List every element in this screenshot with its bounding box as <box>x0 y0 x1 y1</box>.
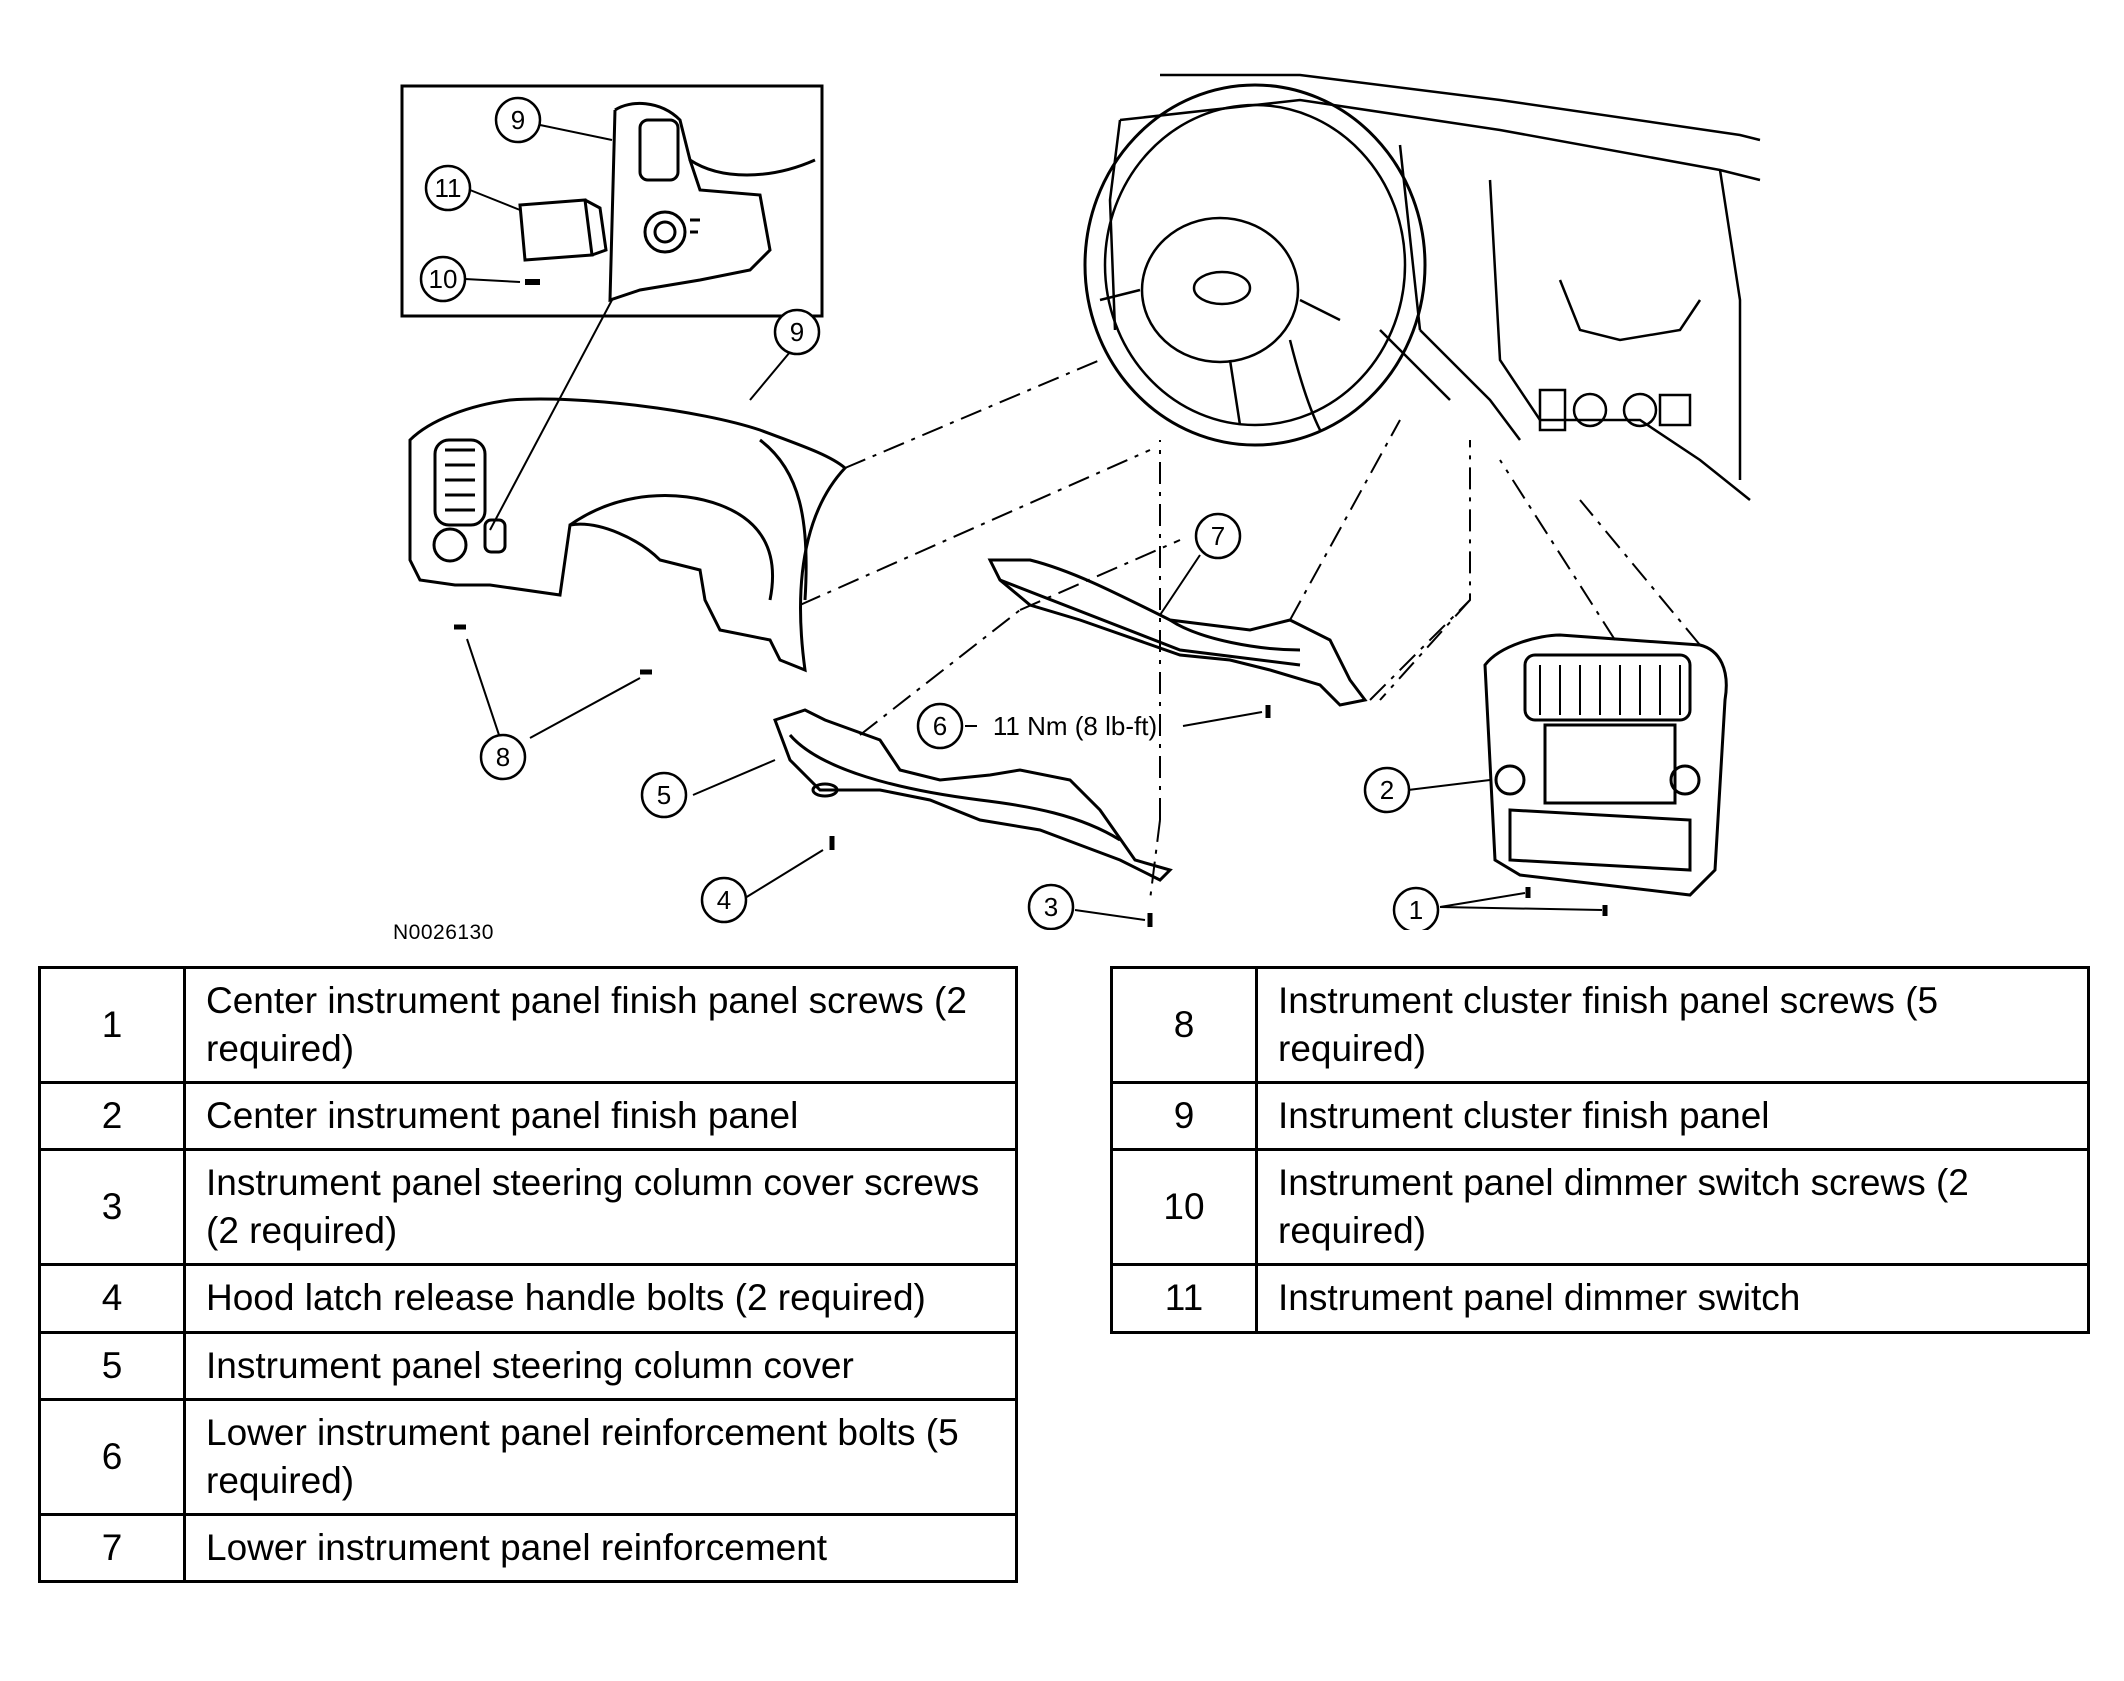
explosion-lines <box>799 359 1701 901</box>
legend-number: 7 <box>38 1512 186 1583</box>
callout-4: 4 <box>717 885 731 915</box>
legend-description: Lower instrument panel reinforcement bol… <box>183 1397 1018 1516</box>
legend-number: 6 <box>38 1397 186 1516</box>
screws <box>454 624 1608 927</box>
legend-number: 4 <box>38 1263 186 1334</box>
callout-circle-8 <box>479 733 527 781</box>
legend-number: 10 <box>1110 1148 1258 1267</box>
legend-number: 8 <box>1110 965 1258 1085</box>
legend-number: 1 <box>38 965 186 1085</box>
legend-number: 9 <box>1110 1081 1258 1152</box>
legend-description: Center instrument panel finish panel scr… <box>183 965 1018 1085</box>
callout-circle-11 <box>424 164 472 212</box>
callout-8: 8 <box>496 742 510 772</box>
callout-circle-7 <box>1194 512 1242 560</box>
steering-column-cover-drawing <box>773 708 1173 882</box>
legend-description: Lower instrument panel reinforcement <box>183 1512 1018 1583</box>
dimmer-switch-inset <box>400 84 824 531</box>
legend-description: Hood latch release handle bolts (2 requi… <box>183 1263 1018 1334</box>
legend-description: Instrument panel steering column cover <box>183 1330 1018 1401</box>
legend-description: Instrument cluster finish panel screws (… <box>1255 965 2090 1085</box>
leader-lines <box>466 351 1603 921</box>
callout-circles <box>419 96 1440 930</box>
callout-11: 11 <box>435 173 462 203</box>
callout-5: 5 <box>657 780 671 810</box>
instrument-cluster-finish-panel-drawing <box>408 397 848 673</box>
callout-circle-9-inset <box>494 96 542 144</box>
torque-spec: 11 Nm (8 lb-ft) <box>993 711 1157 741</box>
callout-circle-4 <box>700 876 748 924</box>
instrument-panel-drawing <box>1083 73 1761 501</box>
callout-circle-3 <box>1027 883 1075 930</box>
callout-circle-1 <box>1392 886 1440 930</box>
exploded-view-diagram: 2 1 3 4 5 6 7 8 9 9 11 10 11 Nm (8 lb-ft… <box>400 73 1761 930</box>
callout-7: 7 <box>1211 521 1225 551</box>
legend-number: 11 <box>1110 1263 1258 1334</box>
legend-description: Instrument panel dimmer switch <box>1255 1263 2090 1334</box>
legend-description: Instrument panel dimmer switch screws (2… <box>1255 1148 2090 1267</box>
callout-2: 2 <box>1380 775 1394 805</box>
callout-1: 1 <box>1409 895 1423 925</box>
callout-10: 10 <box>429 264 458 294</box>
callout-circle-9 <box>773 308 821 356</box>
callout-9: 9 <box>790 317 804 347</box>
center-finish-panel-drawing <box>1483 633 1728 897</box>
legend-number: 5 <box>38 1330 186 1401</box>
callout-circle-5 <box>640 771 688 819</box>
figure-id: N0026130 <box>393 921 494 944</box>
callout-circle-10 <box>419 255 467 303</box>
callout-9-inset: 9 <box>511 105 525 135</box>
legend-description: Instrument panel steering column cover s… <box>183 1148 1018 1267</box>
legend-number: 3 <box>38 1148 186 1267</box>
legend-description: Center instrument panel finish panel <box>183 1081 1018 1152</box>
callout-circle-6 <box>916 702 964 750</box>
legend-description: Instrument cluster finish panel <box>1255 1081 2090 1152</box>
callout-6: 6 <box>933 711 947 741</box>
callout-3: 3 <box>1044 892 1058 922</box>
legend-number: 2 <box>38 1081 186 1152</box>
lower-reinforcement-drawing <box>987 558 1368 707</box>
callout-circle-2 <box>1363 766 1411 814</box>
